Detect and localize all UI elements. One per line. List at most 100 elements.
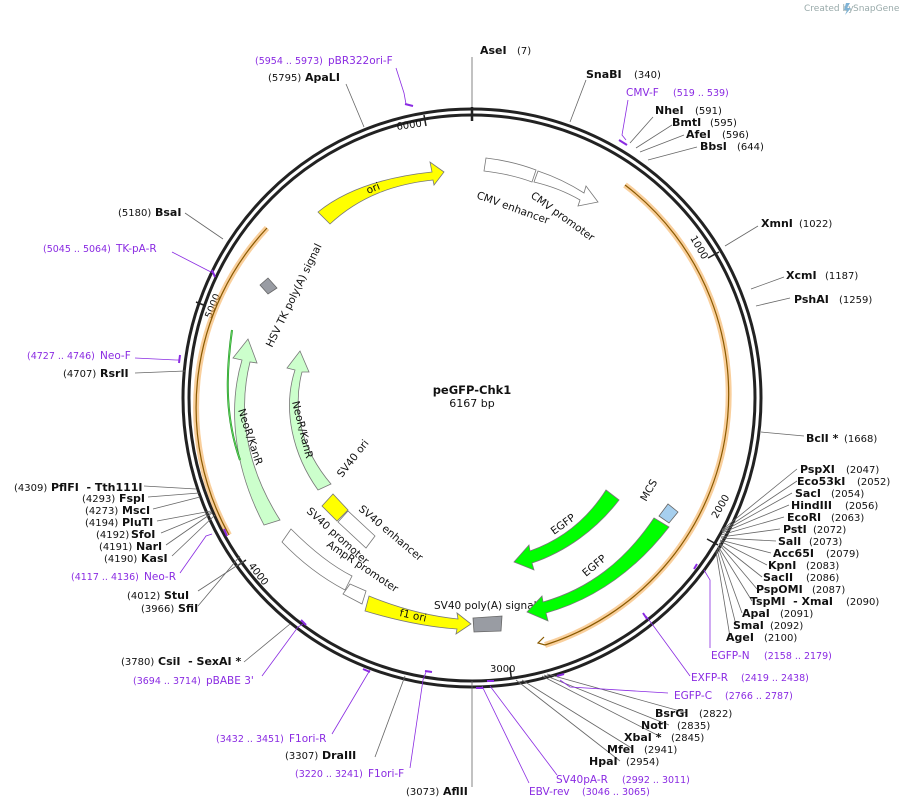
- primer-ebv-rev-pos: (3046 .. 3065): [582, 787, 650, 798]
- site-asei-pos: (7): [517, 46, 531, 57]
- site-draiii[interactable]: DraIII: [322, 749, 356, 762]
- site-xmni[interactable]: XmnI: [761, 217, 793, 230]
- feature-sv40-polya[interactable]: SV40 poly(A) signal: [434, 600, 537, 633]
- feature-label-f1-ori: f1 ori: [398, 607, 427, 624]
- site-kpni[interactable]: KpnI: [768, 559, 796, 572]
- site-bsai-pos: (5180): [118, 208, 151, 219]
- site-sali[interactable]: SalI: [778, 535, 801, 548]
- site-psti-pos: (2072): [813, 525, 846, 536]
- site-agei[interactable]: AgeI: [726, 631, 754, 644]
- feature-neor-inner[interactable]: NeoR/KanR: [286, 350, 332, 491]
- site-pluti[interactable]: PluTI: [122, 516, 153, 529]
- primer-labels: (5954 .. 5973) pBR322ori-F CMV-F (519 ..…: [27, 55, 832, 798]
- site-xcmi[interactable]: XcmI: [786, 269, 817, 282]
- feature-ori[interactable]: ori: [317, 161, 445, 225]
- primer-pbr322ori-f-pos: (5954 .. 5973): [255, 56, 323, 67]
- primer-cmv-f-pos: (519 .. 539): [673, 88, 729, 99]
- site-apai[interactable]: ApaI: [742, 607, 770, 620]
- site-afei[interactable]: AfeI: [686, 128, 711, 141]
- site-tspmi-xmai[interactable]: TspMI - XmaI: [750, 595, 833, 608]
- site-nari[interactable]: NarI: [136, 540, 162, 553]
- primer-tk-pa-r[interactable]: TK-pA-R: [115, 243, 157, 255]
- site-sfii[interactable]: SfiI: [178, 602, 198, 615]
- site-bbsi[interactable]: BbsI: [700, 140, 727, 153]
- site-sacii-pos: (2086): [806, 573, 839, 584]
- feature-egfp-outer[interactable]: EGFP: [526, 517, 670, 622]
- site-aflii-pos: (3073): [406, 787, 439, 798]
- site-stui[interactable]: StuI: [164, 589, 189, 602]
- site-apali[interactable]: ApaLI: [305, 71, 340, 84]
- site-pshai[interactable]: PshAI: [794, 293, 829, 306]
- site-hpai-pos: (2954): [626, 757, 659, 768]
- feature-neor-outer[interactable]: NeoR/KanR: [232, 338, 281, 526]
- site-csii-sexai[interactable]: CsiI - SexAI *: [158, 655, 241, 668]
- tick-6000: 6000: [396, 119, 423, 133]
- site-xcmi-pos: (1187): [825, 271, 858, 282]
- primer-neo-r[interactable]: Neo-R: [144, 571, 176, 583]
- primer-f1ori-f[interactable]: F1ori-F: [368, 768, 404, 780]
- site-ecori-pos: (2063): [831, 513, 864, 524]
- primer-neo-r-pos: (4117 .. 4136): [71, 572, 139, 583]
- primer-ebv-rev[interactable]: EBV-rev: [529, 786, 570, 798]
- primer-pbabe3[interactable]: pBABE 3': [206, 675, 254, 687]
- site-bcli[interactable]: BclI *: [806, 432, 839, 445]
- site-bsrgi[interactable]: BsrGI: [655, 707, 688, 720]
- site-acc65i[interactable]: Acc65I: [773, 547, 814, 560]
- primer-f1ori-f-pos: (3220 .. 3241): [295, 769, 363, 780]
- site-noti[interactable]: NotI: [641, 719, 667, 732]
- primer-pbr322ori-f[interactable]: pBR322ori-F: [328, 55, 393, 67]
- site-ecori[interactable]: EcoRI: [787, 511, 821, 524]
- site-snabi[interactable]: SnaBI: [586, 68, 622, 81]
- site-sacii[interactable]: SacII: [763, 571, 793, 584]
- feature-label-mcs: MCS: [638, 477, 660, 503]
- plasmid-name: peGFP-Chk1: [433, 383, 512, 397]
- primer-sv40pa-r[interactable]: SV40pA-R: [556, 774, 608, 786]
- primer-pbabe3-pos: (3694 .. 3714): [133, 676, 201, 687]
- site-fspi[interactable]: FspI: [119, 492, 145, 505]
- site-fspi-pos: (4293): [82, 494, 115, 505]
- site-hpai[interactable]: HpaI: [589, 755, 618, 768]
- site-bmti[interactable]: BmtI: [672, 116, 701, 129]
- feature-hsv-tk-polya[interactable]: HSV TK poly(A) signal: [259, 242, 325, 349]
- site-eco53ki[interactable]: Eco53kI: [797, 475, 845, 488]
- site-sfoi[interactable]: SfoI: [131, 528, 155, 541]
- primer-tk-pa-r-pos: (5045 .. 5064): [43, 244, 111, 255]
- primer-egfp-c[interactable]: EGFP-C: [674, 690, 712, 702]
- feature-mcs[interactable]: MCS: [638, 477, 679, 524]
- primer-f1ori-r[interactable]: F1ori-R: [289, 733, 326, 745]
- site-asei[interactable]: AseI: [480, 44, 507, 57]
- site-msci[interactable]: MscI: [122, 504, 150, 517]
- site-nhei[interactable]: NheI: [655, 104, 684, 117]
- site-smai[interactable]: SmaI: [733, 619, 764, 632]
- site-hindiii[interactable]: HindIII: [791, 499, 832, 512]
- feature-f1-ori[interactable]: f1 ori: [364, 595, 472, 635]
- primer-exfp-r-pos: (2419 .. 2438): [741, 673, 809, 684]
- primer-exfp-r[interactable]: EXFP-R: [691, 672, 728, 684]
- site-psti[interactable]: PstI: [783, 523, 807, 536]
- primer-cmv-f[interactable]: CMV-F: [626, 87, 659, 99]
- site-mfei[interactable]: MfeI: [607, 743, 634, 756]
- site-pspxi[interactable]: PspXI: [800, 463, 835, 476]
- primer-egfp-n[interactable]: EGFP-N: [711, 650, 750, 662]
- feature-label-hsv-tk-polya: HSV TK poly(A) signal: [264, 242, 325, 349]
- site-saci[interactable]: SacI: [795, 487, 821, 500]
- primer-neo-f[interactable]: Neo-F: [100, 350, 131, 362]
- site-nhei-pos: (591): [695, 106, 722, 117]
- feature-cmv-promoter[interactable]: CMV promoter: [528, 170, 599, 244]
- site-kpni-pos: (2083): [806, 561, 839, 572]
- site-pspomi[interactable]: PspOMI: [756, 583, 803, 596]
- snapgene-brand[interactable]: Created by SnapGene: [804, 3, 900, 15]
- site-xmni-pos: (1022): [799, 219, 832, 230]
- site-pspomi-pos: (2087): [812, 585, 845, 596]
- site-kasi[interactable]: KasI: [141, 552, 168, 565]
- feature-label-sv40-ori: SV40 ori: [335, 438, 372, 480]
- site-csii-sexai-pos: (3780): [121, 657, 154, 668]
- site-xbai[interactable]: XbaI *: [624, 731, 662, 744]
- site-rsrii[interactable]: RsrII: [100, 367, 129, 380]
- feature-label-ori: ori: [365, 181, 382, 197]
- site-pflfi-tth111i[interactable]: PflFI - Tth111I: [51, 481, 143, 494]
- site-bsai[interactable]: BsaI: [155, 206, 181, 219]
- site-aflii[interactable]: AflII: [443, 785, 468, 798]
- primer-f1ori-r-pos: (3432 .. 3451): [216, 734, 284, 745]
- site-tspmi-xmai-pos: (2090): [846, 597, 879, 608]
